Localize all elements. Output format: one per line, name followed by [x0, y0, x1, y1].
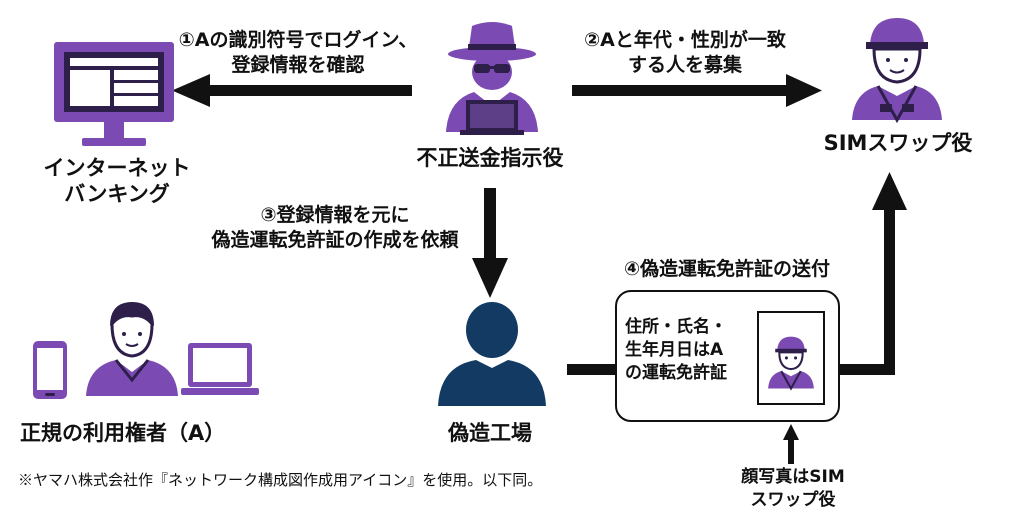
- step-3-label: ③登録情報を元に 偽造運転免許証の作成を依頼: [211, 204, 459, 251]
- arrow-to-banking: [172, 74, 412, 107]
- smartphone-icon: [33, 341, 67, 399]
- user-person-icon: [86, 302, 178, 396]
- arrow-photo-note: [783, 424, 799, 464]
- step-4-label: ④偽造運転免許証の送付: [623, 258, 831, 280]
- sim-swap-label: SIMスワップ役: [823, 131, 973, 155]
- line-forgery-to-card: [567, 364, 617, 375]
- legit-user-label: 正規の利用権者（A）: [20, 421, 226, 445]
- laptop-icon: [181, 343, 259, 395]
- step-1-label: ①Aの識別符号でログイン、 登録情報を確認: [178, 29, 418, 76]
- person-icon: [438, 302, 546, 406]
- step-2-label: ②Aと年代・性別が一致 する人を募集: [584, 29, 786, 76]
- forgery-label: 偽造工場: [448, 421, 532, 445]
- fraud-leader-label: 不正送金指示役: [416, 146, 564, 170]
- photo-note: 顔写真はSIM スワップ役: [741, 467, 845, 510]
- monitor-icon: [54, 42, 174, 146]
- hacker-icon: [446, 22, 538, 135]
- arrow-to-sim-swap: [572, 74, 822, 107]
- footnote: ※ヤマハ株式会社作『ネットワーク構成図作成用アイコン』を使用。以下同。: [18, 471, 543, 489]
- worker-icon: [852, 18, 942, 124]
- arrow-to-forgery: [472, 188, 508, 298]
- banking-label: インターネット バンキング: [43, 156, 191, 206]
- arrow-card-to-sim-swap: [838, 172, 907, 375]
- photo-worker-icon: [768, 336, 814, 391]
- license-card-text: 住所・氏名・ 生年月日はA の運転免許証: [625, 317, 727, 383]
